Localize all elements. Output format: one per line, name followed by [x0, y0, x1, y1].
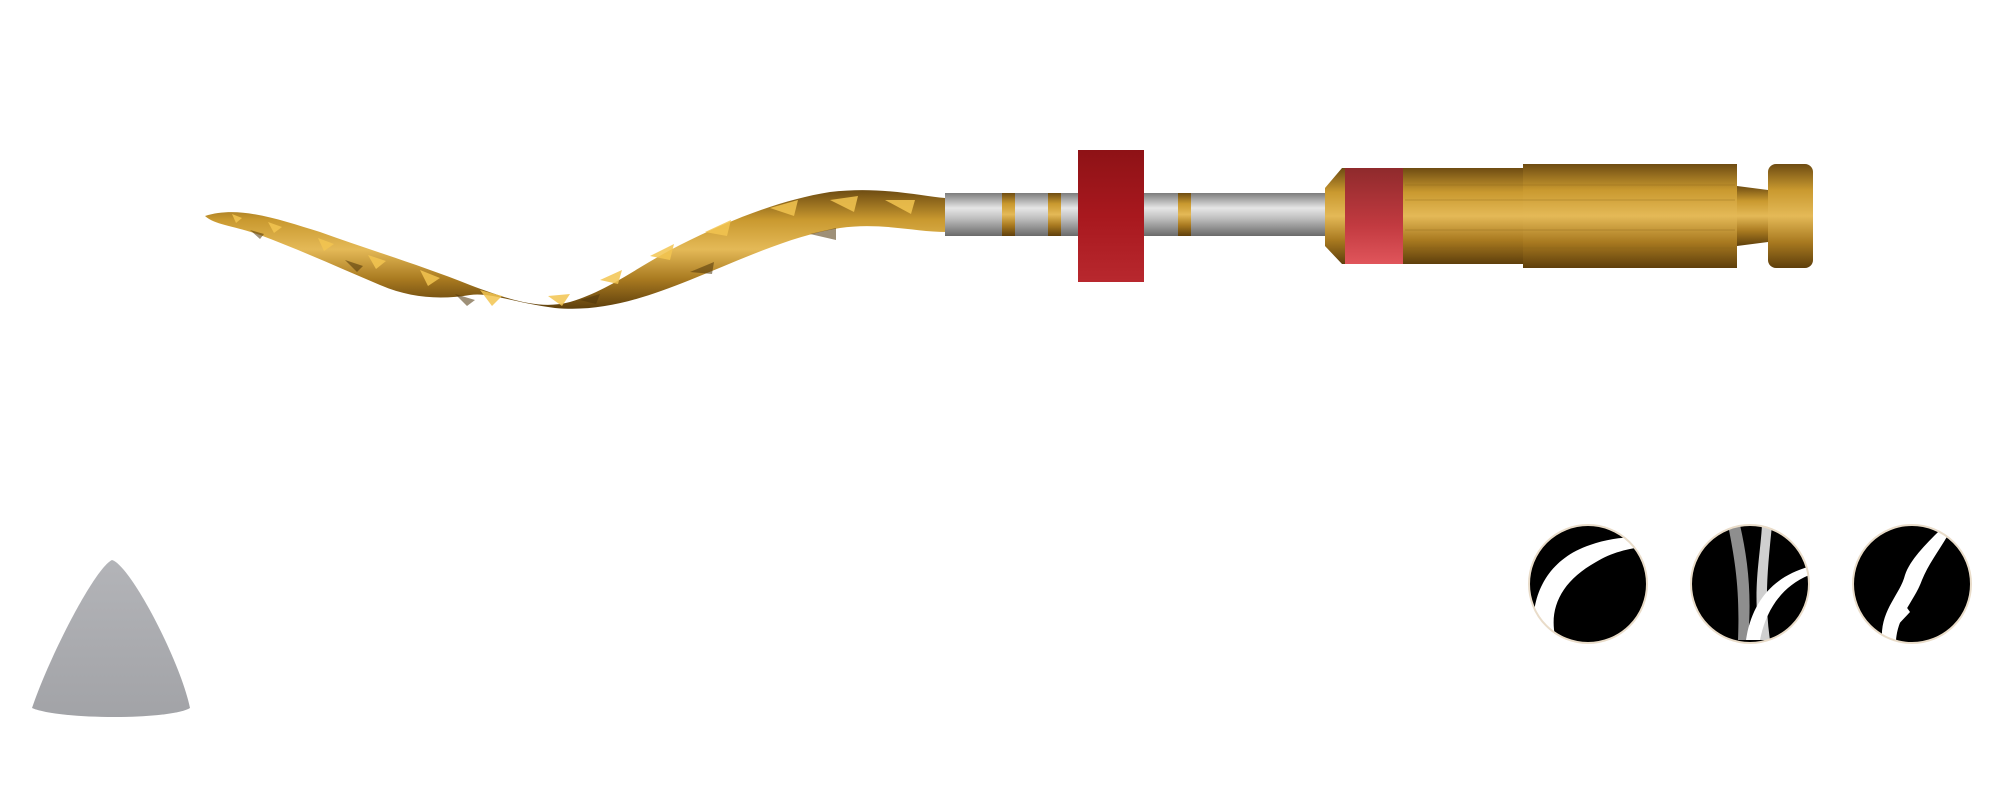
blade-shadows	[250, 228, 836, 306]
file-blade	[205, 190, 947, 309]
handle-brushed-lines	[1405, 184, 1735, 249]
canal-s-curve-icon	[1852, 524, 1972, 644]
canal-curve-icon	[1528, 524, 1648, 644]
rubber-stopper	[1078, 150, 1144, 282]
file-handle	[1325, 164, 1813, 268]
cross-section-triangle	[32, 560, 190, 717]
shaft-ring	[1048, 193, 1061, 236]
shaft-ring	[1178, 193, 1191, 236]
handle-color-band	[1345, 168, 1403, 264]
blade-highlights	[232, 196, 915, 306]
shaft-ring	[1002, 193, 1015, 236]
canal-double-curve-icon	[1690, 524, 1810, 644]
